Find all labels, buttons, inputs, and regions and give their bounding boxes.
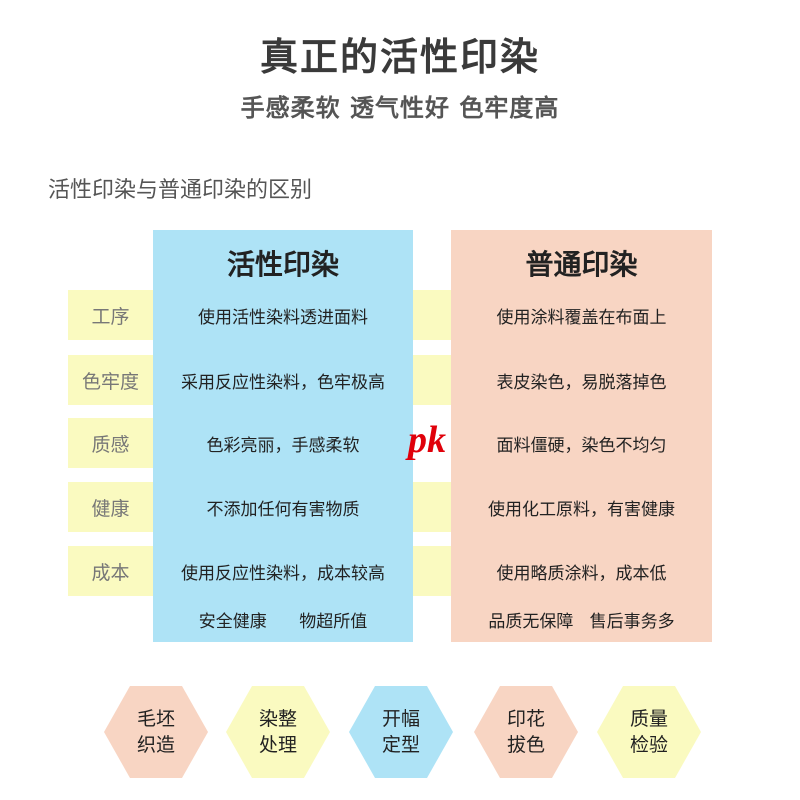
row-divider-strip (413, 355, 451, 405)
reactive-cell-texture: 色彩亮丽，手感柔软 (206, 435, 360, 456)
process-step-line: 印花 (506, 708, 545, 730)
row-divider-strip (413, 482, 451, 532)
process-step-line: 拔色 (506, 734, 545, 756)
ordinary-footer: 品质无保障 售后事务多 (488, 611, 675, 632)
reactive-footer: 安全健康 物超所值 (198, 611, 368, 632)
page-subtitle: 手感柔软 透气性好 色牢度高 (240, 94, 560, 122)
page-title: 真正的活性印染 (259, 35, 540, 79)
process-step-inspection: 质量 检验 (597, 686, 701, 778)
process-step-weaving: 毛坯 织造 (104, 686, 208, 778)
ordinary-cell-health: 使用化工原料，有害健康 (488, 499, 675, 520)
process-step-printing: 印花 拔色 (474, 686, 578, 778)
row-label-colorfastness: 色牢度 (68, 355, 153, 405)
process-step-line: 处理 (258, 734, 297, 756)
process-step-line: 定型 (381, 734, 420, 756)
reactive-cell-health: 不添加任何有害物质 (206, 499, 360, 520)
process-step-line: 质量 (629, 708, 668, 730)
ordinary-cell-cost: 使用略质涂料，成本低 (496, 563, 667, 584)
row-label-process: 工序 (68, 290, 153, 340)
process-step-line: 毛坯 (136, 708, 175, 730)
reactive-column-header: 活性印染 (226, 248, 339, 281)
section-title: 活性印染与普通印染的区别 (48, 178, 313, 203)
ordinary-cell-colorfastness: 表皮染色，易脱落掉色 (496, 372, 667, 393)
process-step-line: 织造 (136, 734, 175, 756)
row-divider-strip (413, 290, 451, 340)
reactive-cell-colorfastness: 采用反应性染料，色牢极高 (181, 372, 385, 393)
reactive-cell-process: 使用活性染料透进面料 (198, 307, 368, 328)
process-step-line: 开幅 (381, 708, 420, 730)
process-step-line: 检验 (629, 734, 668, 756)
ordinary-cell-texture: 面料僵硬，染色不均匀 (496, 435, 667, 456)
ordinary-column-header: 普通印染 (525, 248, 638, 281)
process-step-line: 染整 (258, 708, 297, 730)
pk-watermark: pk (408, 419, 446, 461)
reactive-cell-cost: 使用反应性染料，成本较高 (181, 563, 385, 584)
process-step-setting: 开幅 定型 (349, 686, 453, 778)
row-label-cost: 成本 (68, 546, 153, 596)
reactive-column-background (153, 230, 413, 642)
row-divider-strip (413, 546, 451, 596)
ordinary-cell-process: 使用涂料覆盖在布面上 (496, 307, 667, 328)
process-step-dyeing: 染整 处理 (226, 686, 330, 778)
row-label-texture: 质感 (68, 418, 153, 468)
ordinary-column-background (451, 230, 712, 642)
row-label-health: 健康 (68, 482, 153, 532)
